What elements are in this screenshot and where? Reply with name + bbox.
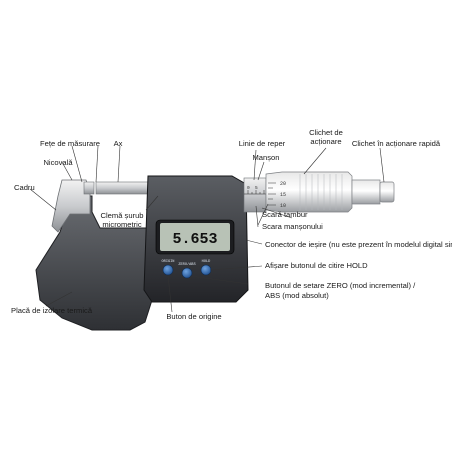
ratchet-end — [379, 181, 395, 203]
label-scara-tambur: Scară tambur — [262, 210, 308, 219]
label-nicovala: Nicovală — [43, 158, 73, 167]
sleeve — [243, 177, 267, 213]
lcd-reading: 5.653 — [172, 231, 217, 248]
label-fete-masurare: Fețe de măsurare — [40, 139, 100, 148]
label-cadru: Cadru — [14, 183, 35, 192]
thimble-scale-10: 10 — [280, 203, 286, 209]
anvil — [83, 181, 95, 195]
zero-abs-button[interactable] — [181, 267, 193, 279]
thimble-scale-15: 15 — [280, 192, 286, 198]
leader-lines — [29, 145, 385, 313]
thimble-scale-20: 20 — [280, 181, 286, 187]
frame-body — [35, 195, 153, 331]
label-conector: Conector de ieșire (nu este prezent în m… — [265, 240, 452, 249]
label-afisare-hold: Afișare butonul de citire HOLD — [265, 261, 368, 270]
label-scara-mansonului: Scara manșonului — [262, 222, 323, 231]
thimble-knurl — [299, 174, 343, 210]
label-clema-1: Clemă șurub — [100, 211, 144, 220]
label-manson: Manșon — [252, 153, 280, 162]
label-buton-zero-1: Butonul de setare ZERO (mod incremental)… — [265, 281, 416, 290]
label-ax: Ax — [113, 139, 123, 148]
sleeve-ticks — [247, 190, 265, 194]
label-linie-reper: Linie de reper — [238, 139, 286, 148]
label-clichet-actionare-2: acționare — [310, 137, 342, 146]
zero-abs-button-label: ZERO/ABS — [178, 262, 195, 267]
label-clema-2: micrometric — [102, 220, 142, 229]
origin-button[interactable] — [162, 264, 174, 276]
label-clichet-rapid: Clichet în acționare rapidă — [351, 139, 441, 148]
label-buton-origine: Buton de origine — [166, 312, 222, 321]
label-buton-zero-2: ABS (mod absolut) — [265, 291, 329, 300]
hold-button-label: HOLD — [202, 260, 211, 264]
hold-button[interactable] — [200, 264, 212, 276]
lcd-screen — [160, 223, 230, 251]
label-clichet-actionare-1: Clichet de — [309, 128, 343, 137]
label-placa-izolare: Placă de izolare termică — [11, 306, 93, 315]
thimble — [265, 171, 353, 213]
sleeve-scale-5: 5 — [255, 185, 258, 191]
ratchet — [351, 179, 381, 205]
sleeve-scale-0: 0 — [247, 185, 250, 191]
origin-button-label: ORIGIN — [162, 260, 175, 264]
